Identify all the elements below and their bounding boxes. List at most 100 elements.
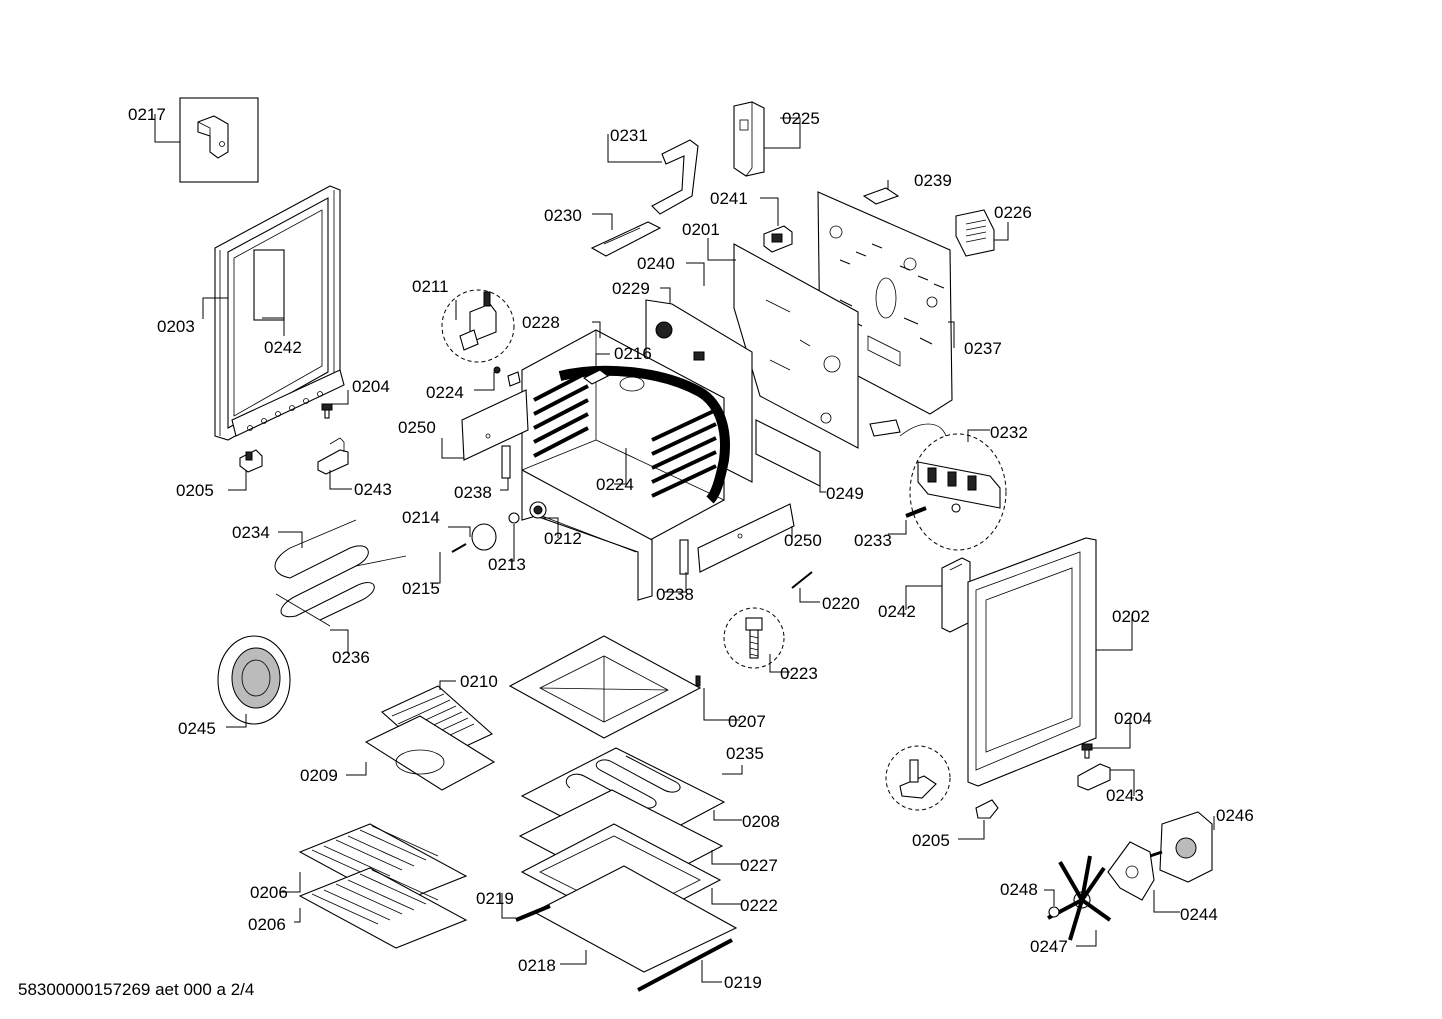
label-0232: 0232 — [990, 423, 1028, 442]
part-0245-fan-cover — [217, 635, 291, 725]
label-0213: 0213 — [488, 555, 526, 574]
label-0212: 0212 — [544, 529, 582, 548]
part-0212-lamp — [529, 501, 547, 519]
label-0243-left: 0243 — [354, 480, 392, 499]
label-0241: 0241 — [710, 189, 748, 208]
label-0218: 0218 — [518, 956, 556, 975]
label-0207: 0207 — [728, 712, 766, 731]
label-0206-upper: 0206 — [250, 883, 288, 902]
part-0223-screw-detail — [723, 607, 785, 669]
part-0246-fan-motor — [1149, 811, 1213, 883]
label-0202: 0202 — [1112, 607, 1150, 626]
part-0218-bottom-plate — [532, 865, 738, 973]
label-0214: 0214 — [402, 508, 440, 527]
part-0201-rear-frame — [733, 243, 859, 449]
label-0216: 0216 — [614, 344, 652, 363]
part-0224-screw-upper — [493, 366, 521, 387]
part-0204-screw-right — [1081, 743, 1093, 759]
label-0234: 0234 — [232, 523, 270, 542]
part-0205-hinge-detail — [885, 745, 951, 811]
part-0225-air-duct — [733, 101, 765, 177]
part-0226-vent-cover — [955, 209, 995, 257]
label-0205-left: 0205 — [176, 481, 214, 500]
label-0201: 0201 — [682, 220, 720, 239]
label-0226: 0226 — [994, 203, 1032, 222]
part-0230-cable-duct — [590, 221, 662, 257]
part-0219-rail-upper — [515, 904, 551, 922]
label-0231: 0231 — [610, 126, 648, 145]
label-0220: 0220 — [822, 594, 860, 613]
part-0206-rack-lower — [298, 867, 468, 949]
label-0249: 0249 — [826, 484, 864, 503]
label-0243-right: 0243 — [1106, 786, 1144, 805]
part-0220-sensor — [791, 571, 813, 589]
label-0242-left: 0242 — [264, 338, 302, 357]
part-0211-thermostat-detail — [441, 289, 515, 363]
label-0211: 0211 — [412, 277, 449, 296]
label-0233: 0233 — [854, 531, 892, 550]
part-0243-bracket-left — [317, 437, 349, 475]
label-0236: 0236 — [332, 648, 370, 667]
label-0248: 0248 — [1000, 880, 1038, 899]
label-0247: 0247 — [1030, 937, 1068, 956]
label-0208: 0208 — [742, 812, 780, 831]
part-0209-grill-pan — [364, 715, 496, 791]
label-0223: 0223 — [780, 664, 818, 683]
part-0205-hinge-left — [239, 449, 263, 473]
label-0224-lower: 0224 — [596, 475, 634, 494]
part-0217-detail-box — [179, 97, 259, 183]
label-0230: 0230 — [544, 206, 582, 225]
part-0241-switch — [763, 225, 793, 253]
label-0219-upper: 0219 — [476, 889, 514, 908]
label-0246: 0246 — [1216, 806, 1254, 825]
part-0239-plate — [862, 187, 900, 205]
label-0235: 0235 — [726, 744, 764, 763]
label-0217: 0217 — [128, 105, 166, 124]
label-0237: 0237 — [964, 339, 1002, 358]
part-0250-rail-left — [461, 389, 529, 461]
label-0215: 0215 — [402, 579, 440, 598]
label-0229: 0229 — [612, 279, 650, 298]
part-0204-screw-left — [321, 403, 333, 419]
label-0228: 0228 — [522, 313, 560, 332]
label-0250-left: 0250 — [398, 418, 436, 437]
label-0227: 0227 — [740, 856, 778, 875]
document-reference: 58300000157269 aet 000 a 2/4 — [18, 980, 255, 999]
part-0215-sensor — [451, 543, 467, 553]
part-0202-right-side-panel — [967, 537, 1097, 787]
label-0238-upper: 0238 — [454, 483, 492, 502]
part-0248-nut — [1048, 906, 1060, 918]
part-screw-0223 — [695, 675, 701, 687]
label-0209: 0209 — [300, 766, 338, 785]
label-0245: 0245 — [178, 719, 216, 738]
part-0238-hinge-lower — [679, 539, 689, 575]
part-0203-left-side-panel — [214, 185, 345, 441]
label-0250-right: 0250 — [784, 531, 822, 550]
part-0243-bracket-right — [1077, 763, 1111, 791]
part-0207-ceiling-plate — [508, 635, 702, 739]
part-labels: 0217 0203 0242 0204 0205 0243 0211 0224 … — [128, 105, 1254, 992]
part-0232-terminal-detail — [905, 433, 1007, 551]
part-0238-hinge-upper — [501, 445, 511, 479]
label-0204-left: 0204 — [352, 377, 390, 396]
part-0216-lamp-holder — [582, 369, 610, 385]
leader-lines — [154, 114, 1215, 983]
part-0250-rail-right — [697, 503, 795, 573]
part-0231-cable-duct — [651, 139, 699, 215]
label-0242-right: 0242 — [878, 602, 916, 621]
label-0240: 0240 — [637, 254, 675, 273]
part-0242-bracket-right — [941, 557, 971, 633]
label-0239: 0239 — [914, 171, 952, 190]
label-0224-upper: 0224 — [426, 383, 464, 402]
part-0214-lamp-glass — [471, 523, 497, 551]
part-0247-fan-wheel — [1047, 855, 1112, 941]
label-0238-lower: 0238 — [656, 585, 694, 604]
part-0249-rail — [755, 419, 821, 487]
part-0236-bracket — [275, 593, 331, 627]
label-0204-right: 0204 — [1114, 709, 1152, 728]
part-0244-motor-bracket — [1107, 841, 1155, 901]
label-0225: 0225 — [782, 109, 820, 128]
label-0206-lower: 0206 — [248, 915, 286, 934]
part-0219-rail-lower — [637, 938, 733, 992]
